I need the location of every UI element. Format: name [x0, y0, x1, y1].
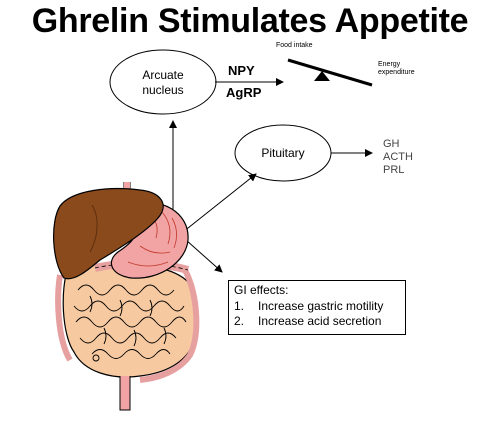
hormone-gh: GH [383, 138, 400, 150]
hormone-acth: ACTH [383, 151, 413, 163]
arrow-to-pituitary [182, 173, 257, 233]
gi-effect-item: 1. Increase gastric motility [234, 299, 400, 314]
energy-expenditure-line1: Energy [378, 61, 401, 68]
npy-label: NPY [228, 63, 255, 78]
agrp-label: AgRP [226, 85, 262, 100]
energy-balance-seesaw [287, 58, 373, 87]
gi-effect-number: 2. [234, 314, 245, 328]
food-intake-label: Food intake [276, 42, 313, 49]
arcuate-line1: Arcuate [142, 68, 184, 82]
digestive-system-illustration [53, 182, 200, 411]
arcuate-nucleus-label: Arcuate nucleus [123, 68, 203, 98]
gi-effect-text: Increase gastric motility [258, 299, 384, 313]
page-title: Ghrelin Stimulates Appetite [31, 2, 469, 40]
gi-effects-box: GI effects: 1. Increase gastric motility… [228, 280, 406, 335]
pituitary-hormones-list: GH ACTH PRL [383, 138, 413, 177]
gi-effect-text: Increase acid secretion [258, 314, 382, 328]
gi-effect-number: 1. [234, 299, 245, 313]
energy-expenditure-line2: expenditure [378, 69, 415, 76]
hormone-prl: PRL [383, 164, 405, 176]
pituitary-label: Pituitary [261, 146, 305, 160]
gi-effect-item: 2. Increase acid secretion [234, 314, 400, 329]
energy-expenditure-label: Energy expenditure [378, 61, 415, 77]
arcuate-line2: nucleus [142, 83, 184, 97]
arrow-to-gi-effects [185, 239, 223, 273]
gi-effects-heading: GI effects: [234, 283, 289, 297]
